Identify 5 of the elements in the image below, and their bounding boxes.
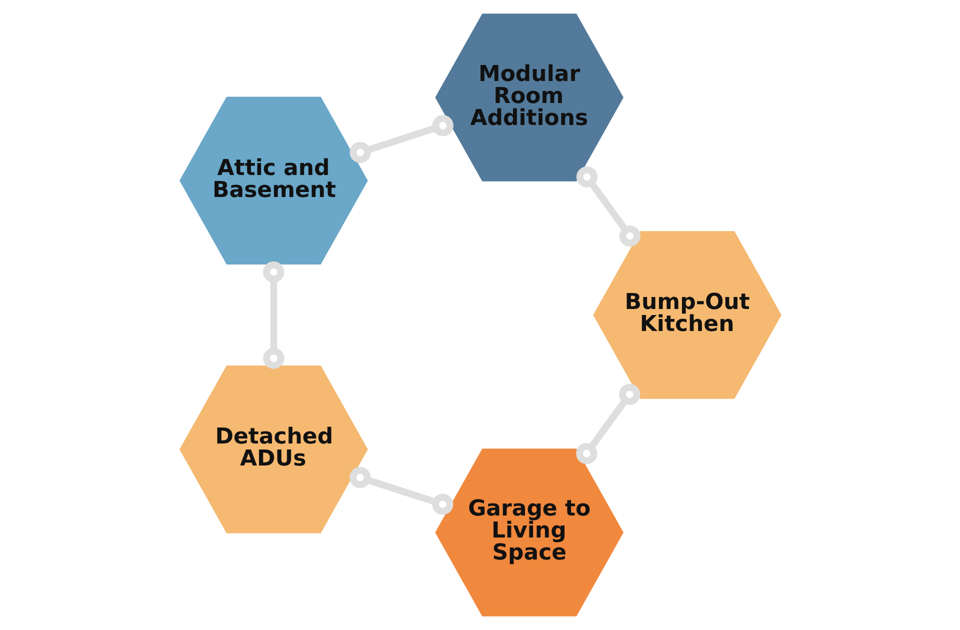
connector	[349, 115, 453, 164]
connector	[576, 384, 640, 464]
connector	[349, 466, 453, 515]
connector	[576, 166, 640, 247]
connector	[262, 261, 284, 369]
